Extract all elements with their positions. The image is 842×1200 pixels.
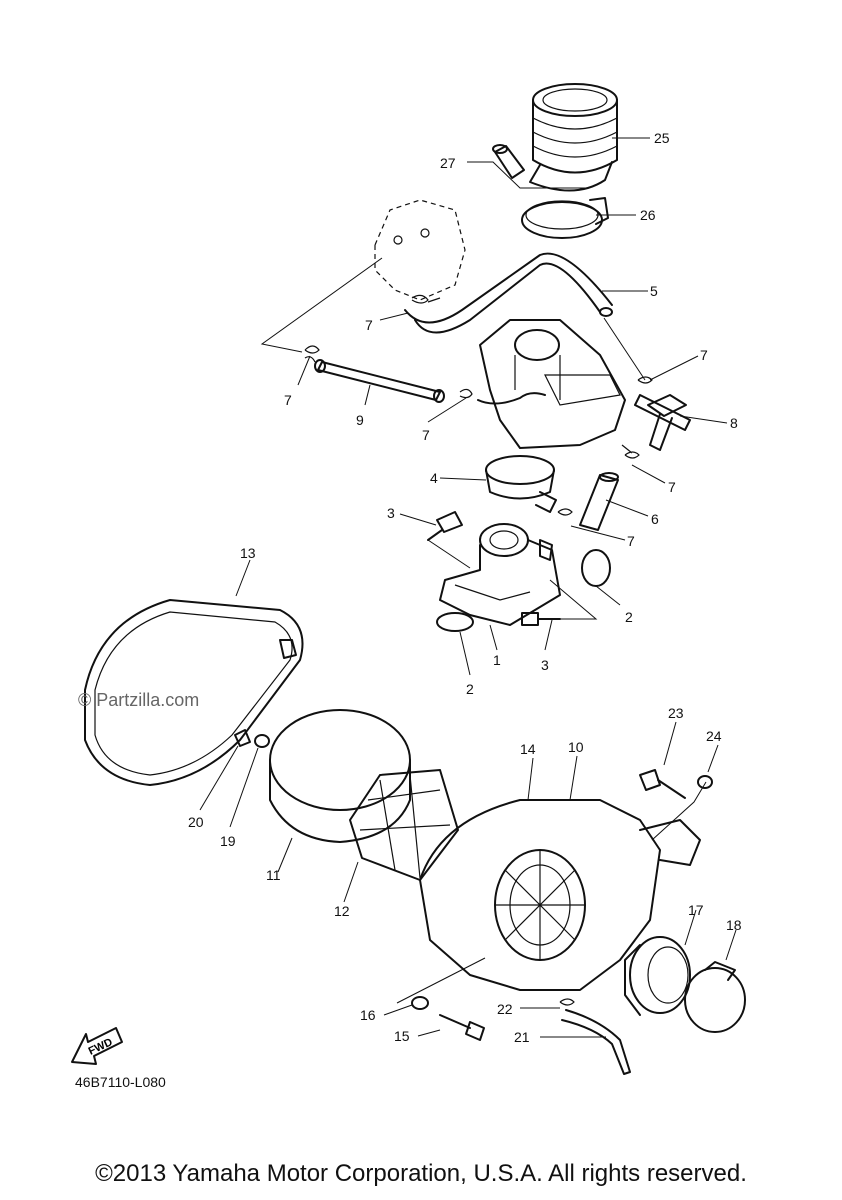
callout-15: 15 [394,1028,410,1044]
part-5-hose [404,252,613,334]
leader-lines [199,137,737,1038]
callout-23: 23 [668,705,684,721]
part-26-clamp [521,197,609,239]
callout-26: 26 [640,207,656,223]
callout-27: 27 [440,155,456,171]
callout-14: 14 [520,741,536,757]
callout-24: 24 [706,728,722,744]
part-11-filter [269,709,411,843]
callout-2: 2 [466,681,474,697]
callout-10: 10 [568,739,584,755]
part-25-intake-boot [529,83,618,192]
callout-7: 7 [668,479,676,495]
callout-12: 12 [334,903,350,919]
callout-16: 16 [360,1007,376,1023]
callout-1: 1 [493,652,501,668]
callout-13: 13 [240,545,256,561]
callout-9: 9 [356,412,364,428]
callout-2: 2 [625,609,633,625]
watermark: © Partzilla.com [78,690,199,710]
callout-17: 17 [688,902,704,918]
part-4-clamp [485,455,557,513]
part-20-19-screw-washer [234,729,270,748]
part-1-joint [439,523,561,626]
part-6-hose [579,472,619,531]
part-3-bolts [427,511,561,626]
fwd-label: FWD [87,1036,115,1057]
air-box-dashed-outline [374,199,466,301]
part-18-clamp [684,961,746,1033]
fwd-arrow-icon: FWD [71,1027,123,1065]
callout-25: 25 [654,130,670,146]
callout-7: 7 [422,427,430,443]
callout-8: 8 [730,415,738,431]
drawing-code: 46B7110-L080 [75,1074,166,1090]
carburetor-body [477,319,626,449]
callout-21: 21 [514,1029,530,1045]
callout-7: 7 [365,317,373,333]
callout-7: 7 [284,392,292,408]
callout-6: 6 [651,511,659,527]
part-17-joint [624,936,691,1016]
part-9-hose [314,359,445,403]
callout-7: 7 [700,347,708,363]
part-23-24-bolt-washer [639,769,713,799]
callout-11: 11 [266,867,281,883]
callout-18: 18 [726,917,742,933]
part-21-22-drain-hose [559,998,631,1075]
part-27-hose [492,144,525,179]
part-7-clips [304,294,653,516]
callout-labels: 25 27 26 5 7 7 7 7 8 9 7 4 7 6 3 7 13 2 … [188,130,742,1045]
callout-19: 19 [220,833,236,849]
part-12-cage [349,769,459,881]
part-15-16-bolt-washer [411,996,485,1041]
callout-7: 7 [627,533,635,549]
callout-22: 22 [497,1001,513,1017]
callout-5: 5 [650,283,658,299]
callout-3: 3 [541,657,549,673]
callout-4: 4 [430,470,438,486]
copyright-footer: ©2013 Yamaha Motor Corporation, U.S.A. A… [95,1160,747,1187]
part-14-10-case [419,799,701,991]
callout-3: 3 [387,505,395,521]
part-8-t-joint [634,394,691,451]
callout-20: 20 [188,814,204,830]
part-13-cover [84,599,304,786]
